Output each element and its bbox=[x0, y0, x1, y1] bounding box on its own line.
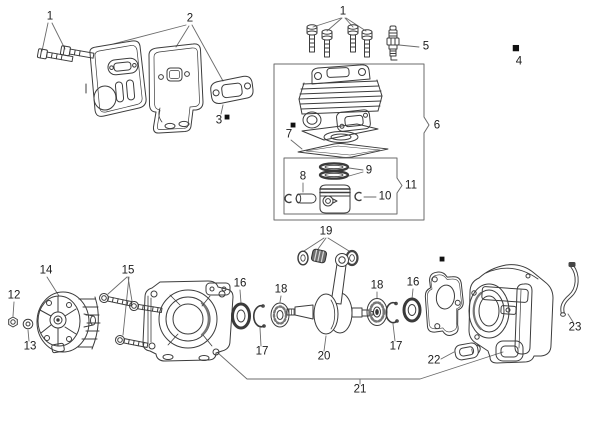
part-label-12-nut: 12 bbox=[7, 289, 21, 302]
oil-seal-left-drawing bbox=[231, 302, 251, 330]
filled-square-marker-7: ■ bbox=[290, 120, 297, 131]
part-label-19-conrod-set: 19 bbox=[319, 225, 333, 238]
part-label-17-circlip-right: 17 bbox=[389, 340, 403, 353]
part-label-2-muffler: 2 bbox=[186, 12, 194, 25]
part-label-18-bearing-right: 18 bbox=[370, 279, 384, 292]
bearing-right-drawing bbox=[366, 298, 388, 326]
filled-square-marker-gasket: ■ bbox=[439, 254, 446, 265]
crankcase-bolts-drawing bbox=[99, 293, 163, 349]
piston-rings-drawing bbox=[318, 162, 350, 180]
muffler-drawing bbox=[85, 40, 147, 117]
filled-square-marker-4: ■ bbox=[512, 40, 520, 55]
crankcase-gasket-drawing bbox=[424, 271, 464, 336]
bearing-left-drawing bbox=[270, 302, 290, 328]
part-label-21-crankcase: 21 bbox=[353, 383, 367, 396]
flywheel-washer-drawing bbox=[22, 318, 34, 330]
part-label-6-cylinder-kit: 6 bbox=[433, 119, 441, 132]
part-label-3-gasket: 3 bbox=[215, 114, 223, 127]
conrod-washers-bearing-drawing bbox=[297, 248, 359, 267]
crankshaft-drawing bbox=[286, 253, 374, 335]
cylinder-drawing bbox=[298, 64, 383, 143]
leader-lines bbox=[12, 17, 574, 385]
part-label-17-circlip-left: 17 bbox=[255, 345, 269, 358]
cylinder-bolts-drawing bbox=[306, 24, 373, 58]
piston-kit-box bbox=[283, 157, 403, 215]
part-label-5-spark-plug: 5 bbox=[422, 40, 430, 53]
exhaust-gasket-drawing bbox=[210, 75, 254, 104]
pin-clip-drawing bbox=[354, 191, 362, 202]
part-label-13-washer: 13 bbox=[23, 340, 37, 353]
cylinder-kit-box bbox=[273, 63, 430, 221]
filled-square-marker-3: ■ bbox=[224, 112, 231, 123]
crankcase-left-drawing bbox=[142, 280, 234, 362]
part-label-1-muffler-bolts: 1 bbox=[46, 10, 54, 23]
muffler-shield-drawing bbox=[148, 43, 204, 134]
part-label-4: 4 bbox=[515, 55, 523, 68]
circlip-left-drawing bbox=[252, 304, 266, 328]
flywheel-drawing bbox=[36, 291, 101, 354]
piston-drawing bbox=[319, 184, 351, 214]
part-label-14-flywheel: 14 bbox=[39, 264, 53, 277]
cover-plug-drawing bbox=[454, 342, 481, 361]
circlip-right-drawing bbox=[385, 301, 399, 324]
piston-pin-drawing bbox=[284, 193, 317, 204]
part-label-8-piston-pin: 8 bbox=[299, 170, 307, 183]
part-label-7-base-gasket: 7 bbox=[285, 128, 293, 141]
part-label-16-seal-right: 16 bbox=[406, 276, 420, 289]
part-label-11-piston-kit: 11 bbox=[405, 179, 417, 192]
flywheel-nut-drawing bbox=[8, 316, 18, 328]
part-label-16-seal-left: 16 bbox=[233, 277, 247, 290]
hose-drawing bbox=[560, 262, 579, 317]
part-label-18-bearing-left: 18 bbox=[274, 283, 288, 296]
part-label-23-hose: 23 bbox=[568, 321, 582, 334]
part-label-20-crankshaft: 20 bbox=[317, 350, 331, 363]
oil-seal-right-drawing bbox=[402, 297, 422, 323]
crankcase-right-drawing bbox=[468, 264, 554, 364]
part-label-9-piston-rings: 9 bbox=[365, 164, 373, 177]
spark-plug-drawing bbox=[386, 25, 400, 61]
muffler-bolts-drawing bbox=[36, 45, 95, 63]
part-label-1-cylinder-bolts: 1 bbox=[339, 5, 347, 18]
part-label-10-pin-clip: 10 bbox=[378, 190, 392, 203]
part-label-15-bolts: 15 bbox=[121, 264, 135, 277]
part-label-22-plug: 22 bbox=[427, 354, 441, 367]
cylinder-gasket-drawing bbox=[297, 143, 389, 158]
